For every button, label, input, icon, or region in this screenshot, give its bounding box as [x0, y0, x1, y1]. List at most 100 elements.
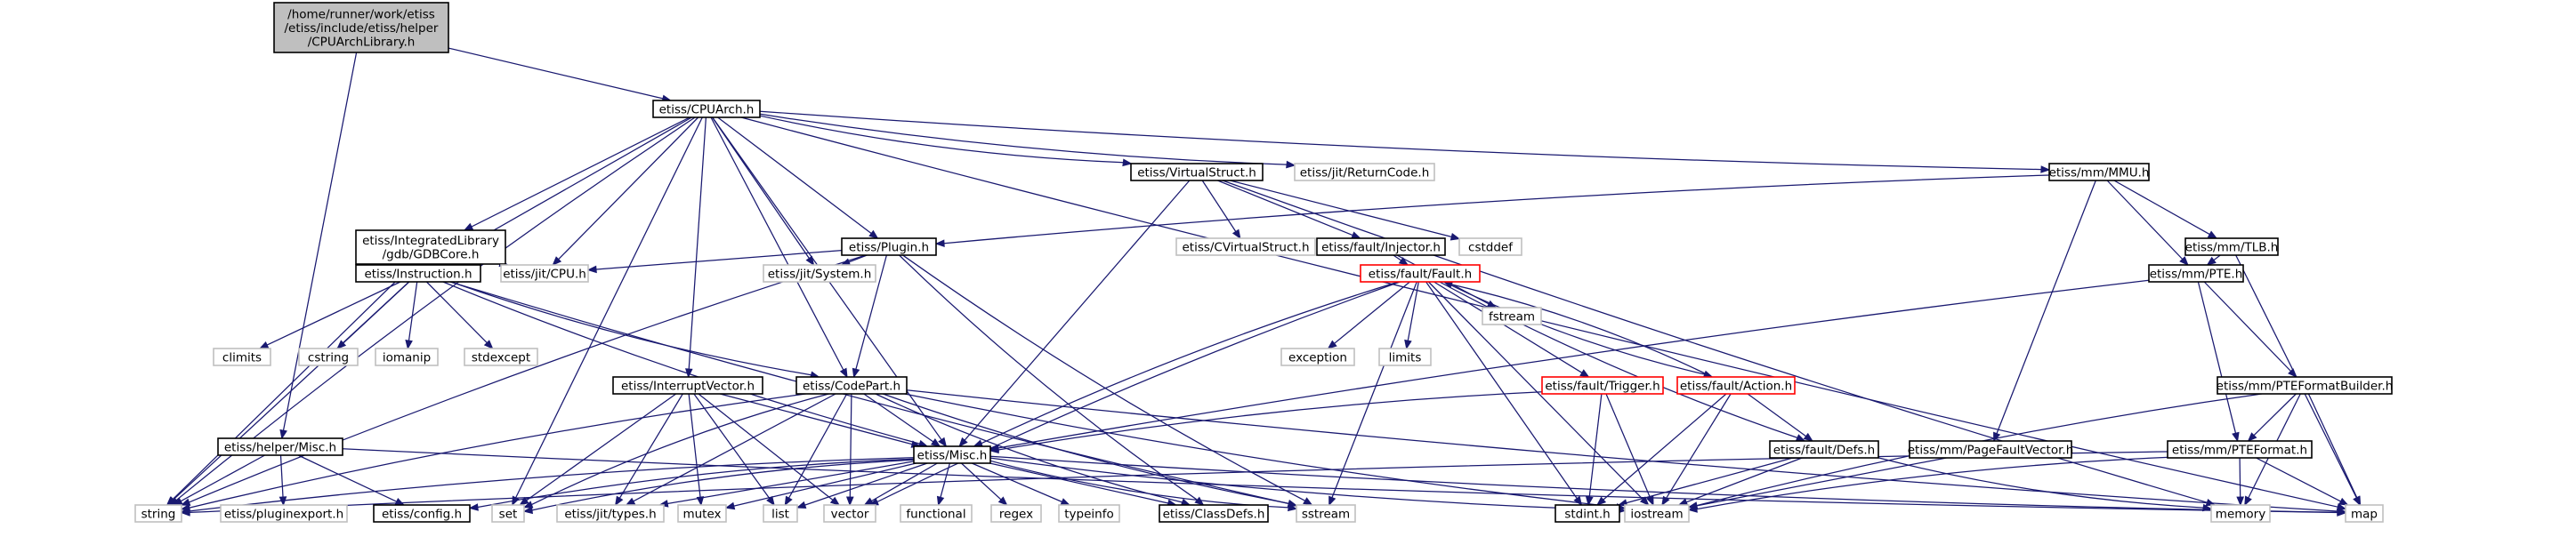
node-action[interactable]: etiss/fault/Action.h [1676, 376, 1796, 395]
node-label-pteformat: etiss/mm/PTEFormat.h [2172, 443, 2307, 457]
node-label-map: map [2351, 507, 2378, 521]
edge-cpuarch-to-codepart [710, 116, 848, 379]
edge-plugin-to-jitcpu [586, 249, 843, 274]
edge-cpuarch-to-plugin [717, 116, 879, 239]
node-label-climits: climits [222, 350, 262, 365]
node-label-codepart: etiss/CodePart.h [803, 379, 900, 393]
node-tlb[interactable]: etiss/mm/TLB.h [2184, 237, 2279, 256]
node-label-cpuarchlibrary-2: /etiss/include/etiss/helper [285, 21, 439, 36]
node-exception[interactable]: exception [1280, 348, 1355, 366]
edge-fault-to-defs [1439, 281, 1806, 442]
edge-instruction-to-iomanip [405, 281, 418, 350]
node-cstddef[interactable]: cstddef [1458, 237, 1522, 256]
node-climits[interactable]: climits [213, 348, 271, 366]
edge-trigger-to-misc [989, 391, 1543, 454]
node-jitsystem[interactable]: etiss/jit/System.h [763, 264, 876, 283]
node-misc[interactable]: etiss/Misc.h [913, 445, 991, 464]
node-gdbcore[interactable]: etiss/IntegratedLibrary/gdb/GDBCore.h [355, 229, 506, 265]
edge-fault-to-trigger [1433, 281, 1590, 378]
node-label-mmu: etiss/mm/MMU.h [2049, 165, 2150, 180]
node-interruptvector[interactable]: etiss/InterruptVector.h [612, 376, 763, 395]
edge-misc-to-functional [936, 462, 951, 507]
node-label-list: list [771, 507, 789, 521]
node-pte[interactable]: etiss/mm/PTE.h [2148, 264, 2244, 283]
node-label-stdint: stdint.h [1564, 507, 1610, 521]
node-injector[interactable]: etiss/fault/Injector.h [1316, 237, 1446, 256]
edge-plugin-to-string [180, 254, 867, 506]
node-string[interactable]: string [134, 504, 182, 523]
node-label-instruction: etiss/Instruction.h [364, 267, 472, 281]
node-fault[interactable]: etiss/fault/Fault.h [1360, 264, 1481, 283]
node-pteformat[interactable]: etiss/mm/PTEFormat.h [2167, 440, 2313, 459]
node-cpuarch[interactable]: etiss/CPUArch.h [652, 100, 761, 118]
edge-interruptvector-to-set [519, 393, 677, 506]
header-nodes: /home/runner/work/etiss/etiss/include/et… [134, 2, 2394, 523]
edge-action-to-fault [1442, 281, 1713, 378]
edge-trigger-to-iostream [1605, 393, 1654, 507]
node-label-tlb: etiss/mm/TLB.h [2185, 240, 2279, 254]
edge-misc-to-typeinfo [971, 462, 1071, 506]
node-label-stdexcept: stdexcept [472, 350, 530, 365]
node-classdefs[interactable]: etiss/ClassDefs.h [1159, 504, 1269, 523]
node-config[interactable]: etiss/config.h [373, 504, 471, 523]
edge-mmu-to-pte [2106, 180, 2189, 266]
edge-codepart-to-list [784, 393, 848, 507]
edge-instruction-to-climits [258, 281, 401, 349]
node-plugin[interactable]: etiss/Plugin.h [841, 237, 937, 256]
node-regex[interactable]: regex [990, 504, 1042, 523]
node-label-set: set [499, 507, 518, 521]
node-iomanip[interactable]: iomanip [375, 348, 439, 366]
node-iostream[interactable]: iostream [1624, 504, 1690, 523]
node-cstring[interactable]: cstring [298, 348, 359, 366]
edge-cpuarchlibrary-to-cpuarch [448, 47, 673, 103]
node-stdexcept[interactable]: stdexcept [464, 348, 538, 366]
node-returncode[interactable]: etiss/jit/ReturnCode.h [1294, 163, 1435, 181]
edge-pte-to-pteformat [2197, 281, 2240, 443]
edge-pte-to-pteformatbuilder [2203, 281, 2297, 378]
edge-cpuarch-to-jitcpu [552, 116, 699, 266]
node-stdint[interactable]: stdint.h [1554, 504, 1620, 523]
node-label-helpermisc: etiss/helper/Misc.h [224, 440, 336, 454]
node-pluginexport[interactable]: etiss/pluginexport.h [220, 504, 348, 523]
node-types[interactable]: etiss/jit/types.h [556, 504, 665, 523]
edge-cpuarch-to-returncode [759, 113, 1296, 169]
node-vector[interactable]: vector [823, 504, 876, 523]
node-virtualstruct[interactable]: etiss/VirtualStruct.h [1130, 163, 1264, 181]
node-label-gdbcore-2: /gdb/GDBCore.h [383, 248, 480, 262]
node-set[interactable]: set [491, 504, 525, 523]
node-pagefaultvector[interactable]: etiss/mm/PageFaultVector.h [1908, 440, 2074, 459]
node-label-fault: etiss/fault/Fault.h [1369, 267, 1472, 281]
edge-codepart-to-misc [863, 393, 941, 447]
node-typeinfo[interactable]: typeinfo [1058, 504, 1120, 523]
edge-misc-to-set [522, 459, 915, 515]
node-fstream[interactable]: fstream [1482, 307, 1542, 325]
node-memory[interactable]: memory [2210, 504, 2271, 523]
node-list[interactable]: list [763, 504, 798, 523]
edge-cpuarch-to-jitsystem [711, 116, 815, 267]
node-jitcpu[interactable]: etiss/jit/CPU.h [500, 264, 589, 283]
node-label-plugin: etiss/Plugin.h [849, 240, 929, 254]
node-cvirtualstruct[interactable]: etiss/CVirtualStruct.h [1175, 237, 1316, 256]
edge-instruction-to-string [166, 281, 410, 506]
node-helpermisc[interactable]: etiss/helper/Misc.h [217, 437, 343, 456]
node-defs[interactable]: etiss/fault/Defs.h [1769, 440, 1879, 459]
node-trigger[interactable]: etiss/fault/Trigger.h [1541, 376, 1664, 395]
edge-misc-to-regex [960, 462, 1008, 506]
node-limits[interactable]: limits [1378, 348, 1432, 366]
node-label-pagefaultvector: etiss/mm/PageFaultVector.h [1908, 443, 2074, 457]
node-functional[interactable]: functional [900, 504, 973, 523]
node-codepart[interactable]: etiss/CodePart.h [795, 376, 908, 395]
node-sstream[interactable]: sstream [1296, 504, 1356, 523]
edge-trigger-to-stdint [1585, 393, 1603, 507]
node-label-exception: exception [1288, 350, 1347, 365]
node-pteformatbuilder[interactable]: etiss/mm/PTEFormatBuilder.h [2217, 376, 2394, 395]
node-cpuarchlibrary[interactable]: /home/runner/work/etiss/etiss/include/et… [273, 2, 449, 53]
node-mutex[interactable]: mutex [677, 504, 727, 523]
edge-cpuarch-to-virtualstruct [759, 115, 1133, 167]
node-map[interactable]: map [2345, 504, 2384, 523]
node-instruction[interactable]: etiss/Instruction.h [355, 264, 481, 283]
node-label-sstream: sstream [1302, 507, 1350, 521]
node-label-cpuarch: etiss/CPUArch.h [659, 102, 755, 116]
node-label-fstream: fstream [1489, 309, 1535, 324]
node-mmu[interactable]: etiss/mm/MMU.h [2048, 163, 2150, 181]
